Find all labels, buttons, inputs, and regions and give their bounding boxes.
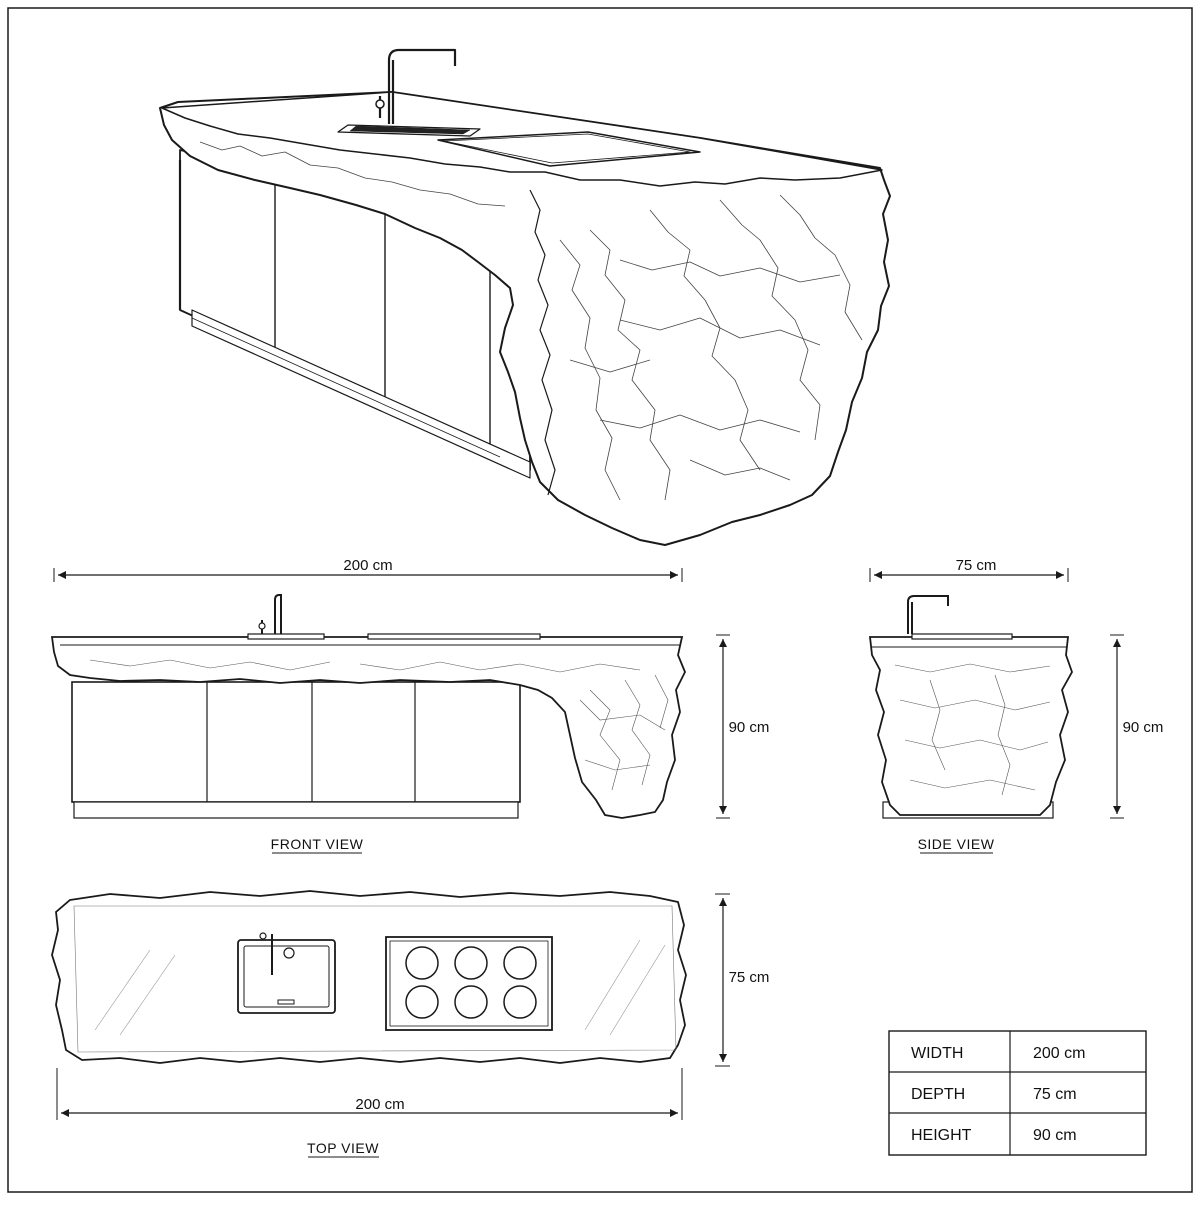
front-plinth [73, 801, 519, 819]
side-view-title: SIDE VIEW [918, 836, 995, 852]
top-width-label: 200 cm [355, 1096, 404, 1113]
top-faucet [259, 932, 295, 975]
front-width-label: 200 cm [343, 557, 392, 574]
front-stone-slab [50, 636, 686, 819]
top-stone-slab [51, 890, 687, 1064]
spec-depth-value: 75 cm [1033, 1086, 1077, 1103]
side-faucet [907, 595, 949, 634]
spec-table: WIDTH 200 cm DEPTH 75 cm HEIGHT 90 cm [888, 1030, 1147, 1156]
spec-depth-label: DEPTH [911, 1086, 965, 1103]
spec-width-value: 200 cm [1033, 1045, 1085, 1062]
side-height-label: 90 cm [1123, 719, 1164, 736]
front-faucet [258, 594, 282, 634]
cooktop-burners [405, 946, 537, 1019]
side-stone-slab [868, 636, 1073, 816]
spec-height-label: HEIGHT [911, 1127, 972, 1144]
spec-width-label: WIDTH [911, 1045, 963, 1062]
perspective-view [159, 48, 891, 546]
side-depth-label: 75 cm [956, 557, 997, 574]
front-cabinet [71, 681, 521, 803]
top-sink [237, 939, 336, 1014]
perspective-faucet [375, 48, 457, 124]
spec-height-value: 90 cm [1033, 1127, 1077, 1144]
top-depth-label: 75 cm [729, 969, 770, 986]
top-view-title: TOP VIEW [307, 1140, 379, 1156]
top-view [51, 890, 730, 1120]
front-view [50, 568, 730, 819]
side-view [868, 568, 1124, 819]
perspective-stone-slab [159, 48, 891, 546]
front-view-title: FRONT VIEW [271, 836, 364, 852]
front-height-label: 90 cm [729, 719, 770, 736]
sheet-border [7, 7, 1193, 1193]
